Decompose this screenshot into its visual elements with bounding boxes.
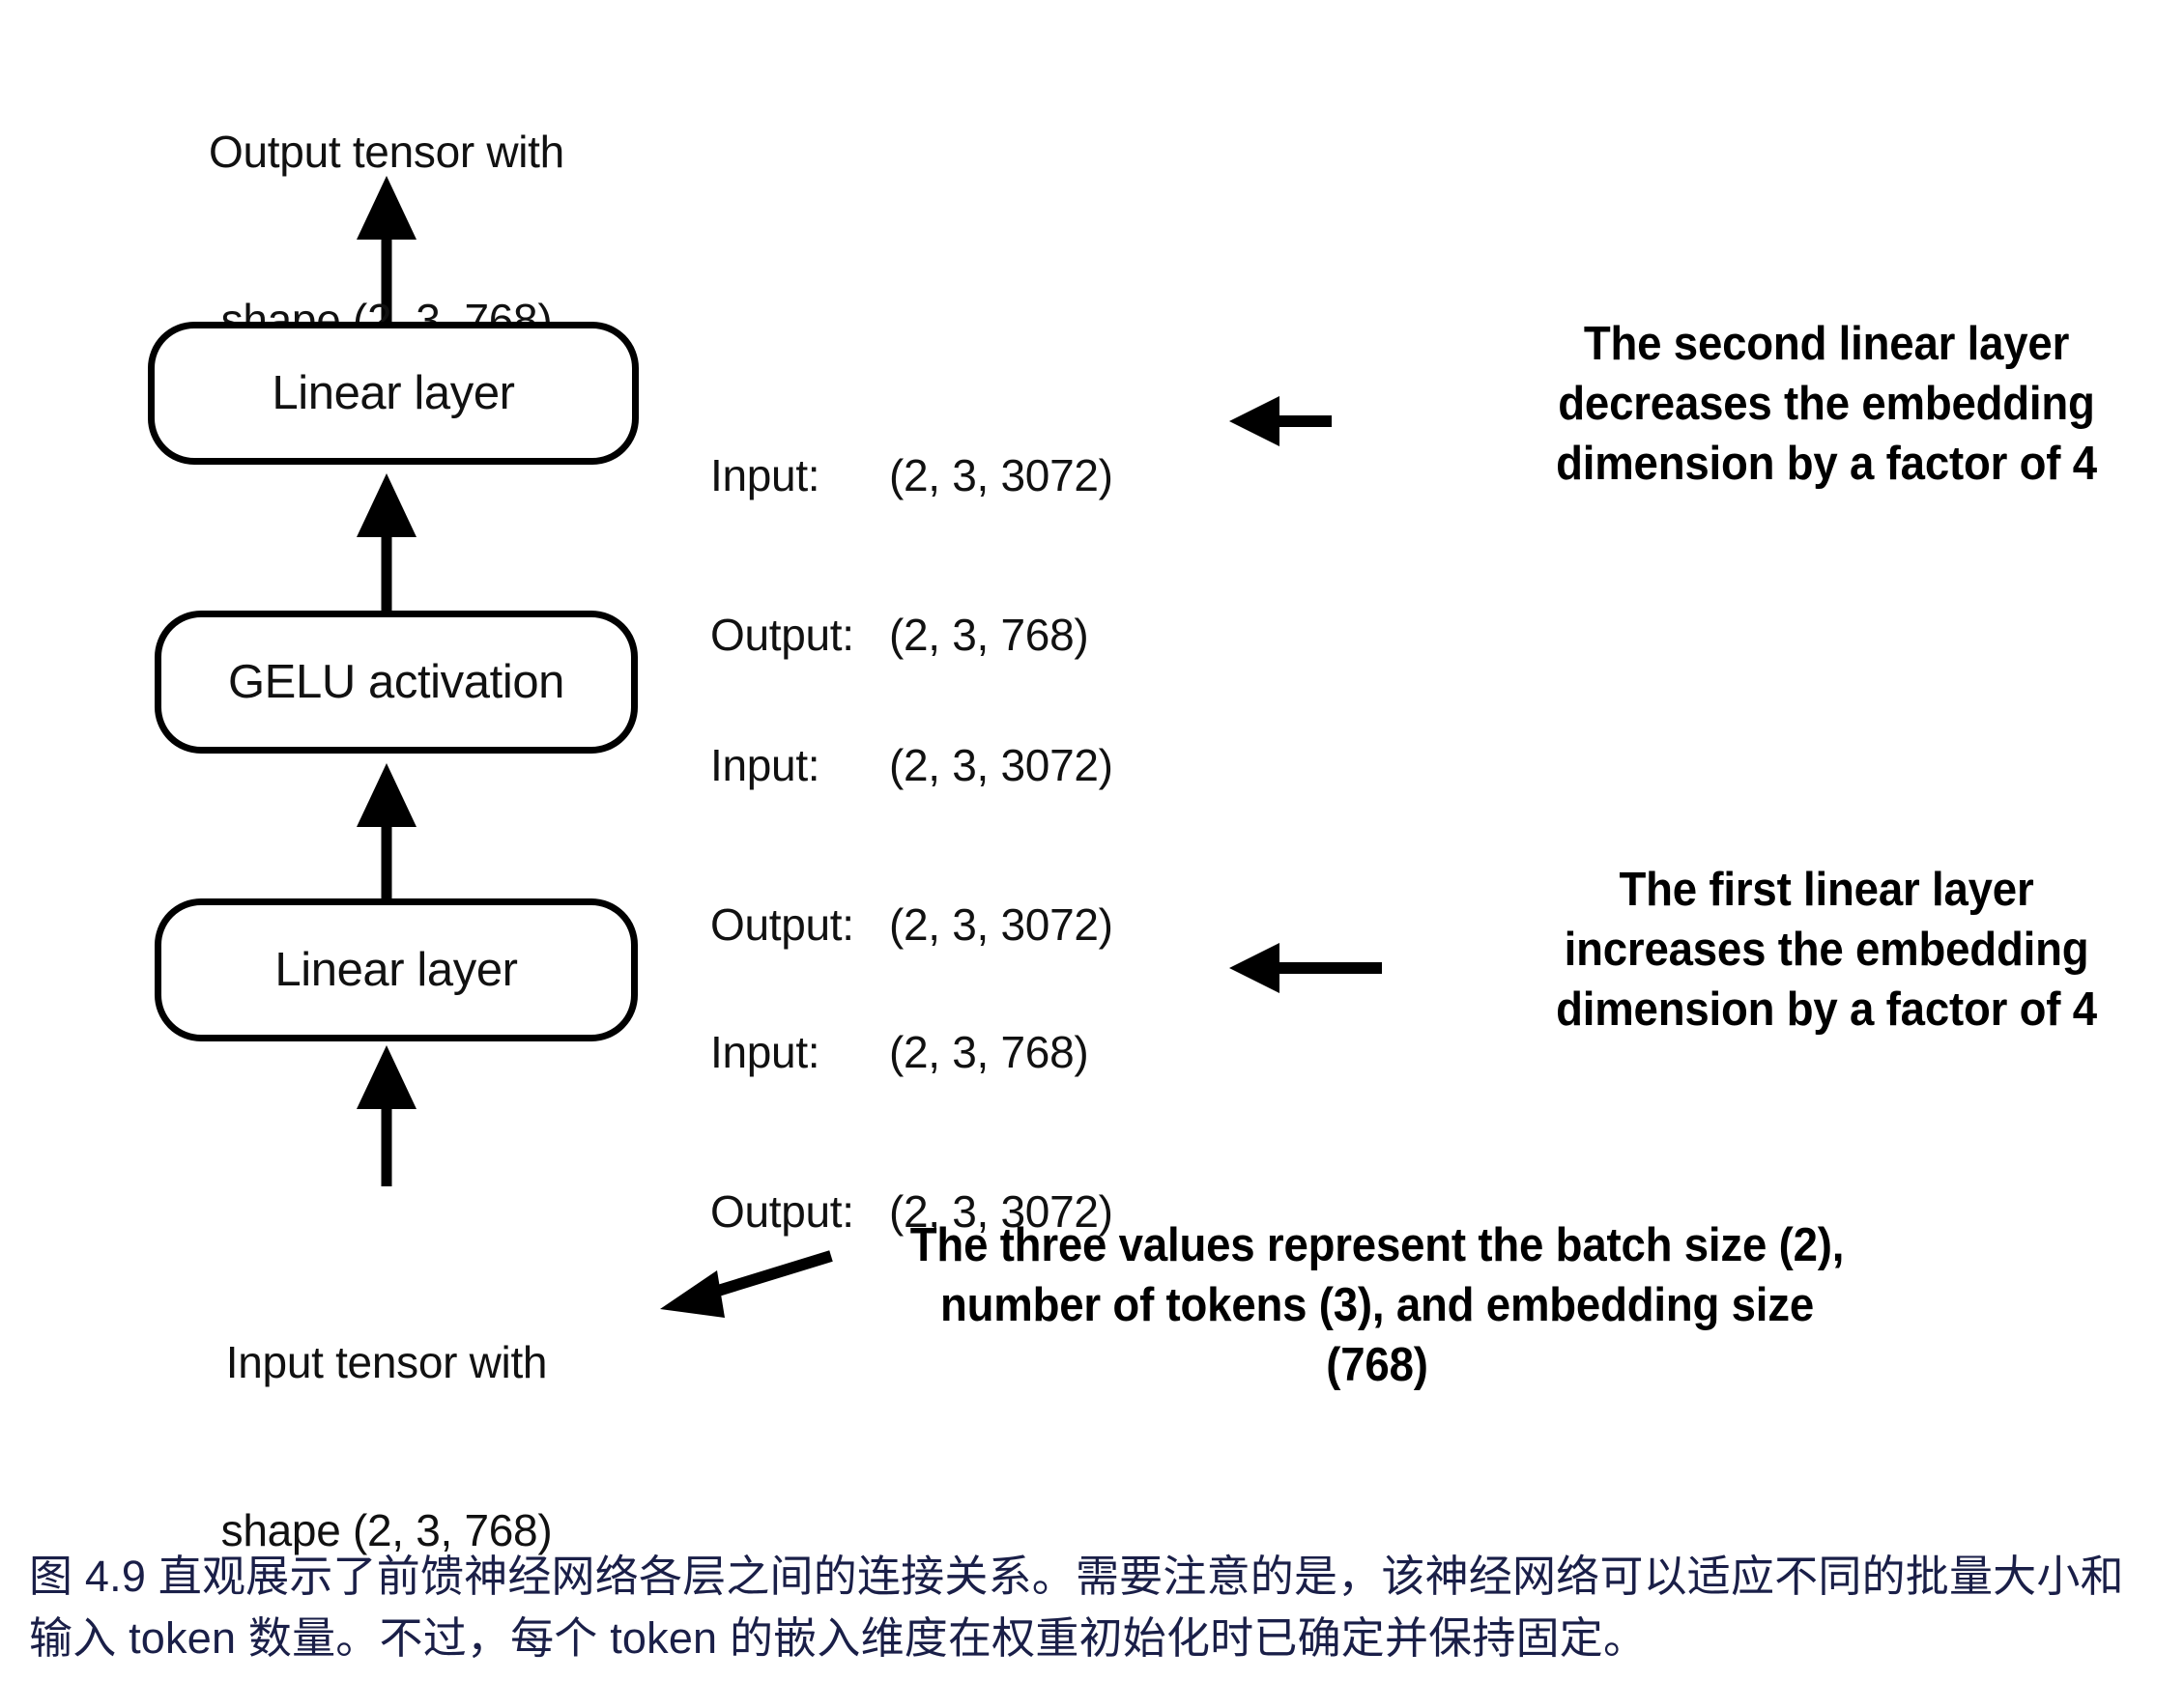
io-input-value: (2, 3, 3072) <box>889 450 1113 500</box>
arrow-input-to-linear1 <box>357 1045 417 1186</box>
output-tensor-label-line1: Output tensor with <box>209 127 564 177</box>
io-input-value: (2, 3, 3072) <box>889 740 1113 790</box>
callout-first-linear-line1: The first linear layer <box>1619 864 2034 916</box>
io-output-row: Output: (2, 3, 768) <box>710 609 1113 662</box>
callout-second-linear: The second linear layer decreases the em… <box>1512 314 2141 494</box>
figure-caption: 图 4.9 直观展示了前馈神经网络各层之间的连接关系。需要注意的是，该神经网络可… <box>29 1546 2155 1669</box>
io-output-value: (2, 3, 3072) <box>889 1186 1113 1237</box>
io-block-gelu-activation: Input: (2, 3, 3072) Output: (2, 3, 3072) <box>710 633 1113 1058</box>
io-output-row: Output: (2, 3, 3072) <box>710 1185 1113 1239</box>
arrow-linear1-to-gelu <box>357 763 417 898</box>
callout-second-linear-line2: decreases the embedding <box>1558 378 2095 430</box>
callout-second-linear-line3: dimension by a factor of 4 <box>1556 438 2097 490</box>
io-output-row: Output: (2, 3, 3072) <box>710 898 1113 952</box>
input-tensor-label-line1: Input tensor with <box>225 1337 548 1387</box>
callout-first-linear: The first linear layer increases the emb… <box>1512 860 2141 1040</box>
callout-second-linear-line1: The second linear layer <box>1583 318 2070 370</box>
arrow-callout-first-linear <box>1229 943 1382 993</box>
io-output-key: Output: <box>710 610 854 660</box>
callout-three-values-line3: (768) <box>1326 1339 1428 1391</box>
io-block-linear-layer-1: Input: (2, 3, 768) Output: (2, 3, 3072) <box>710 920 1113 1345</box>
io-input-row: Input: (2, 3, 3072) <box>710 449 1113 502</box>
callout-three-values: The three values represent the batch siz… <box>856 1215 1899 1395</box>
io-block-linear-layer-2: Input: (2, 3, 3072) Output: (2, 3, 768) <box>710 343 1113 768</box>
arrow-callout-second-linear <box>1229 396 1332 446</box>
node-linear-layer-2[interactable]: Linear layer <box>148 322 639 465</box>
io-output-value: (2, 3, 3072) <box>889 899 1113 950</box>
node-linear-layer-1-label: Linear layer <box>274 944 518 996</box>
io-input-key: Input: <box>710 740 820 790</box>
input-tensor-label-line2: shape (2, 3, 768) <box>220 1505 553 1555</box>
callout-first-linear-line2: increases the embedding <box>1564 924 2089 976</box>
callout-first-linear-line3: dimension by a factor of 4 <box>1556 983 2097 1036</box>
io-output-key: Output: <box>710 899 854 950</box>
callout-three-values-line2: number of tokens (3), and embedding size <box>939 1279 1815 1331</box>
figure-caption-line1: 图 4.9 直观展示了前馈神经网络各层之间的连接关系。需要注意的是，该神经网络可… <box>29 1552 2124 1601</box>
io-input-key: Input: <box>710 1027 820 1077</box>
io-output-key: Output: <box>710 1186 854 1237</box>
callout-three-values-line1: The three values represent the batch siz… <box>909 1219 1845 1271</box>
arrow-gelu-to-linear2 <box>357 473 417 611</box>
node-linear-layer-2-label: Linear layer <box>272 367 515 419</box>
io-output-value: (2, 3, 768) <box>889 610 1089 660</box>
node-gelu-activation[interactable]: GELU activation <box>155 611 638 754</box>
io-input-row: Input: (2, 3, 3072) <box>710 739 1113 792</box>
node-linear-layer-1[interactable]: Linear layer <box>155 898 638 1041</box>
io-input-value: (2, 3, 768) <box>889 1027 1089 1077</box>
input-tensor-label: Input tensor with shape (2, 3, 768) <box>116 1222 657 1670</box>
io-input-key: Input: <box>710 450 820 500</box>
node-gelu-activation-label: GELU activation <box>227 656 565 708</box>
figure-caption-line2: 输入 token 数量。不过，每个 token 的嵌入维度在权重初始化时已确定并… <box>29 1613 1648 1663</box>
io-input-row: Input: (2, 3, 768) <box>710 1026 1113 1079</box>
